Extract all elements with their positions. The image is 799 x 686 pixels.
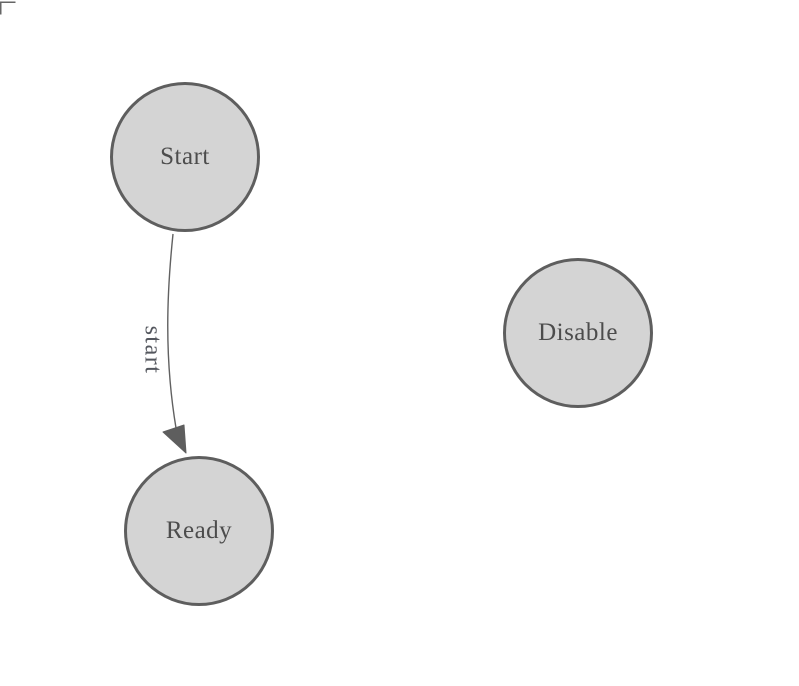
canvas-origin-corner-icon xyxy=(0,1,16,15)
arrowhead-icon xyxy=(162,424,187,454)
state-node-start-label: Start xyxy=(160,143,210,170)
state-node-ready[interactable]: Ready xyxy=(124,456,274,606)
state-node-ready-label: Ready xyxy=(165,517,233,544)
transition-edge-start-to-ready[interactable] xyxy=(167,233,177,429)
edge-label-start-transition[interactable]: start xyxy=(139,325,166,375)
state-node-start[interactable]: Start xyxy=(110,82,260,232)
state-node-disable[interactable]: Disable xyxy=(503,258,653,408)
state-node-disable-label: Disable xyxy=(538,319,618,346)
